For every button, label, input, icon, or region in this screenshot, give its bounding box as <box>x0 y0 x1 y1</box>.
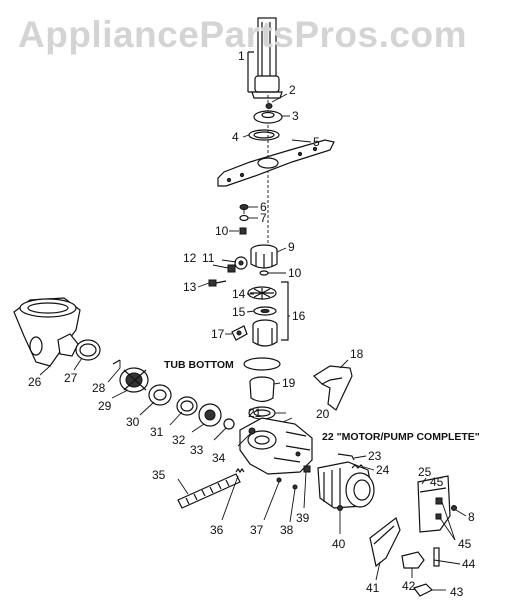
callout-13: 13 <box>183 280 197 294</box>
callout-37: 37 <box>250 523 264 537</box>
part-2-screw[interactable] <box>265 103 273 109</box>
leader-lines <box>39 93 467 591</box>
callout-39: 39 <box>296 511 310 525</box>
callout-18: 18 <box>350 347 364 361</box>
part-45-fastener-a[interactable] <box>435 497 443 505</box>
watermark-logo: AppliancePartsPros.com <box>18 14 467 55</box>
part-16-pump-housing[interactable] <box>252 281 289 347</box>
callout-26: 26 <box>28 375 42 389</box>
callout-14: 14 <box>232 287 246 301</box>
callout-16: 16 <box>292 309 306 323</box>
callout-36: 36 <box>210 523 224 537</box>
callout-45-lower: 45 <box>458 537 472 551</box>
part-14-impeller[interactable] <box>247 286 277 300</box>
callout-35: 35 <box>152 468 166 482</box>
part-17-clip[interactable] <box>231 325 248 341</box>
part-10-nut-upper[interactable] <box>239 227 247 235</box>
callout-32: 32 <box>172 433 186 447</box>
part-45-fastener-b[interactable] <box>435 513 442 520</box>
callout-19: 19 <box>282 376 296 390</box>
part-15-seal[interactable] <box>253 306 277 316</box>
part-11-gear[interactable] <box>234 256 248 270</box>
part-18-cover[interactable] <box>313 365 353 411</box>
part-4-ring[interactable] <box>248 129 280 141</box>
callout-41: 41 <box>366 581 380 595</box>
callout-5: 5 <box>313 135 320 149</box>
callout-28: 28 <box>92 381 106 395</box>
part-13-bolt[interactable] <box>208 279 227 287</box>
part-3-hub[interactable] <box>253 110 283 124</box>
part-30-gasket[interactable] <box>148 384 172 406</box>
callout-43: 43 <box>450 585 464 599</box>
callout-2: 2 <box>289 83 296 97</box>
callout-34: 34 <box>212 451 226 465</box>
part-27-clamp[interactable] <box>75 339 101 361</box>
part-22-motor[interactable] <box>317 461 375 509</box>
part-6-screw[interactable] <box>239 204 249 215</box>
callout-42: 42 <box>402 579 416 593</box>
part-38-screw[interactable] <box>292 484 298 490</box>
callout-6: 6 <box>260 200 267 214</box>
part-35-auger-shaft[interactable] <box>177 473 241 509</box>
part-23-clip[interactable] <box>337 453 355 461</box>
part-9-housing[interactable] <box>250 244 278 269</box>
callout-45-upper: 45 <box>430 475 444 489</box>
callout-38: 38 <box>280 523 294 537</box>
part-12-nut[interactable] <box>227 264 236 273</box>
callout-20: 20 <box>316 407 330 421</box>
part-24-spring[interactable] <box>351 464 365 469</box>
part-20-pump-body[interactable] <box>239 417 313 475</box>
callout-31: 31 <box>150 425 164 439</box>
callout-11: 11 <box>202 251 215 265</box>
motor-pump-caption: 22 "MOTOR/PUMP COMPLETE" <box>322 431 480 443</box>
callout-33: 33 <box>190 443 204 457</box>
callout-10-upper: 10 <box>215 224 229 238</box>
part-8-screw[interactable] <box>451 505 457 511</box>
part-39-nut[interactable] <box>303 465 311 473</box>
tub-bottom-gasket: TUB BOTTOM <box>164 357 281 371</box>
callout-40: 40 <box>332 537 346 551</box>
callout-1: 1 <box>238 49 245 63</box>
part-36-spring[interactable] <box>235 467 245 474</box>
part-43-pad[interactable] <box>413 583 434 597</box>
part-28-spring[interactable] <box>112 359 121 365</box>
part-10-washer-lower[interactable] <box>259 270 269 276</box>
callout-25: 25 <box>418 465 432 479</box>
callout-7: 7 <box>260 211 267 225</box>
callout-44: 44 <box>462 557 476 571</box>
callout-9: 9 <box>288 240 295 254</box>
part-41-motor-mount[interactable] <box>369 517 401 568</box>
part-26-filter-housing[interactable] <box>13 297 81 367</box>
callout-30: 30 <box>126 415 140 429</box>
callout-21: 21 <box>248 406 262 420</box>
part-40-screw[interactable] <box>337 505 343 511</box>
part-29-coupling[interactable] <box>119 367 149 393</box>
part-37-screw[interactable] <box>276 477 282 483</box>
callout-10-lower: 10 <box>288 266 302 280</box>
callout-8: 8 <box>468 510 475 524</box>
part-25-bracket[interactable] <box>417 475 451 533</box>
callout-17: 17 <box>211 327 225 341</box>
part-32-bearing[interactable] <box>198 403 222 427</box>
callout-12: 12 <box>183 251 197 265</box>
part-34-washer[interactable] <box>248 427 256 435</box>
part-19-strainer[interactable] <box>249 376 275 403</box>
callout-23: 23 <box>368 449 382 463</box>
part-42-grommet[interactable] <box>401 551 425 569</box>
part-7-washer[interactable] <box>239 214 249 222</box>
callout-3: 3 <box>292 109 299 123</box>
part-44-pin[interactable] <box>433 547 440 567</box>
callout-labels: 1 2 3 4 5 6 7 8 9 10 10 11 12 13 14 15 1… <box>28 49 480 599</box>
callout-29: 29 <box>98 399 112 413</box>
tub-bottom-caption: TUB BOTTOM <box>164 359 234 371</box>
callout-27: 27 <box>64 371 78 385</box>
part-31-ring[interactable] <box>176 396 198 416</box>
callout-4: 4 <box>232 130 239 144</box>
part-1-spray-tube[interactable] <box>247 17 283 99</box>
callout-24: 24 <box>376 463 390 477</box>
part-33-plug[interactable] <box>223 418 235 430</box>
part-5-spray-arm[interactable] <box>217 139 335 187</box>
callout-15: 15 <box>232 305 246 319</box>
